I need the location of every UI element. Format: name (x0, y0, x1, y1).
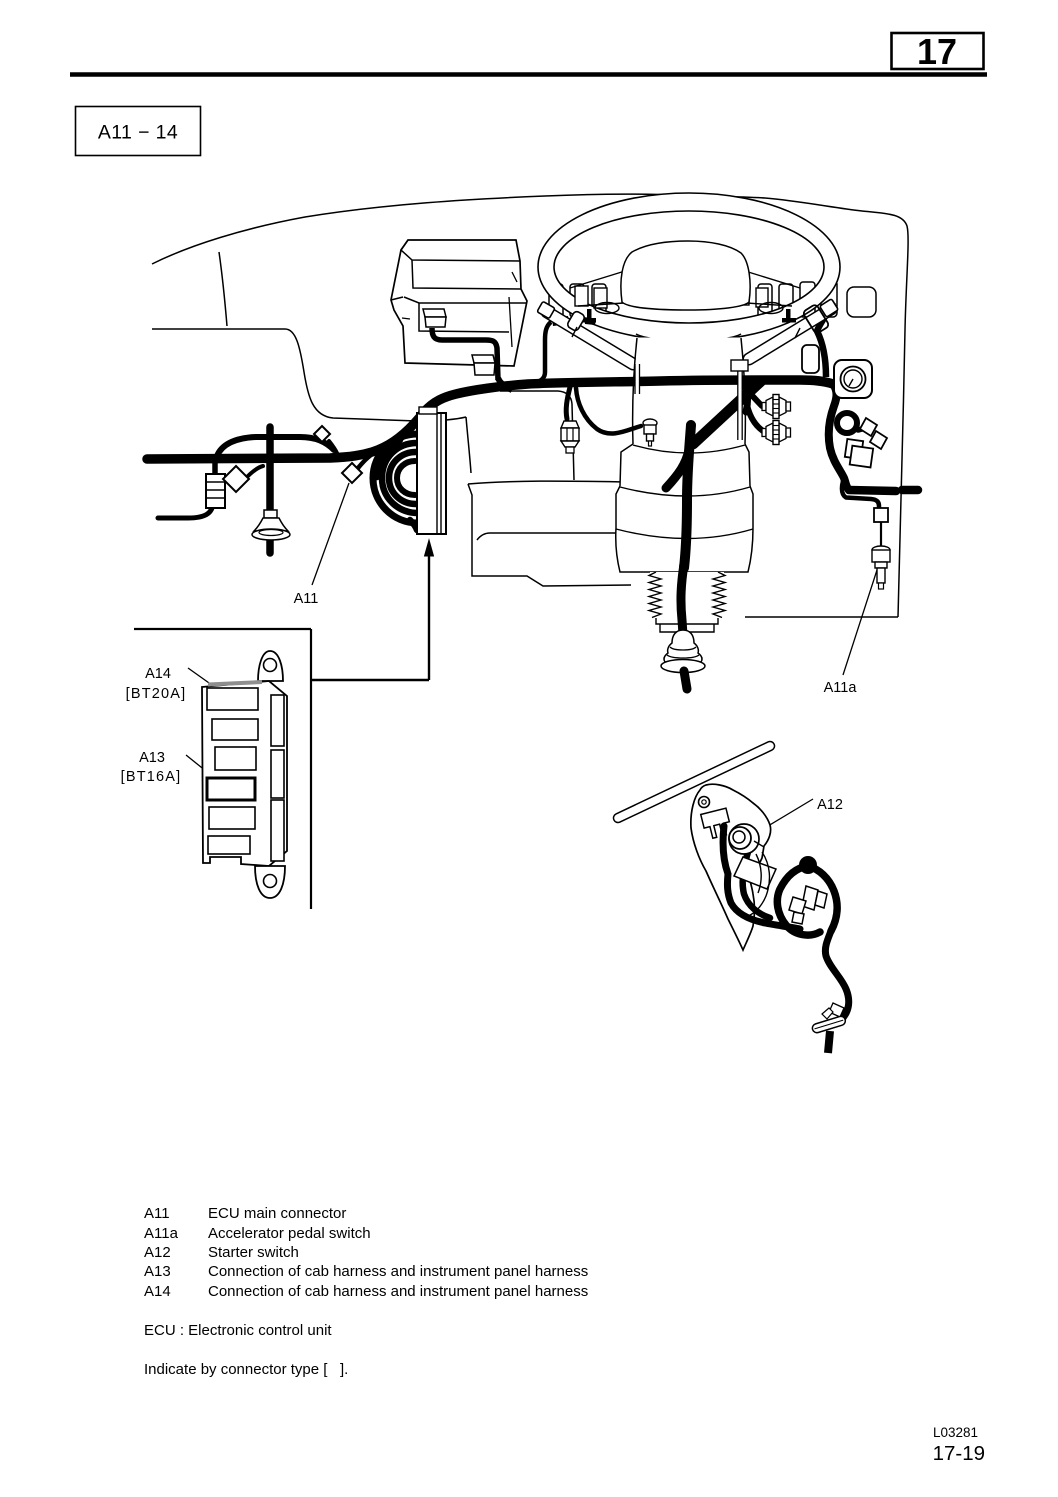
svg-text:A14: A14 (145, 666, 171, 682)
svg-text:A12: A12 (144, 1244, 171, 1261)
svg-text:Accelerator pedal switch: Accelerator pedal switch (208, 1225, 371, 1242)
svg-text:Connection of cab harness and: Connection of cab harness and instrument… (208, 1263, 588, 1280)
svg-text:A13: A13 (139, 750, 165, 766)
svg-text:17-19: 17-19 (933, 1442, 985, 1465)
svg-text:A14: A14 (144, 1283, 171, 1300)
svg-text:17: 17 (917, 31, 957, 72)
svg-text:ECU main connector: ECU main connector (208, 1205, 346, 1222)
svg-text:A12: A12 (817, 797, 843, 813)
svg-text:ECU : Electronic control unit: ECU : Electronic control unit (144, 1322, 332, 1339)
svg-text:A11: A11 (144, 1205, 170, 1222)
svg-text:A11 − 14: A11 − 14 (98, 122, 178, 144)
svg-text:A11: A11 (294, 591, 319, 607)
svg-text:L03281: L03281 (933, 1425, 978, 1440)
svg-text:Starter switch: Starter switch (208, 1244, 299, 1261)
svg-text:A13: A13 (144, 1263, 171, 1280)
svg-text:A11a: A11a (144, 1225, 179, 1242)
svg-text:Connection of cab harness and: Connection of cab harness and instrument… (208, 1283, 588, 1300)
svg-text:A11a: A11a (824, 680, 858, 696)
svg-text:[BT20A]: [BT20A] (126, 686, 187, 702)
svg-text:[BT16A]: [BT16A] (121, 769, 182, 785)
svg-text:Indicate by connector type [: Indicate by connector type [ ]. (144, 1361, 348, 1378)
